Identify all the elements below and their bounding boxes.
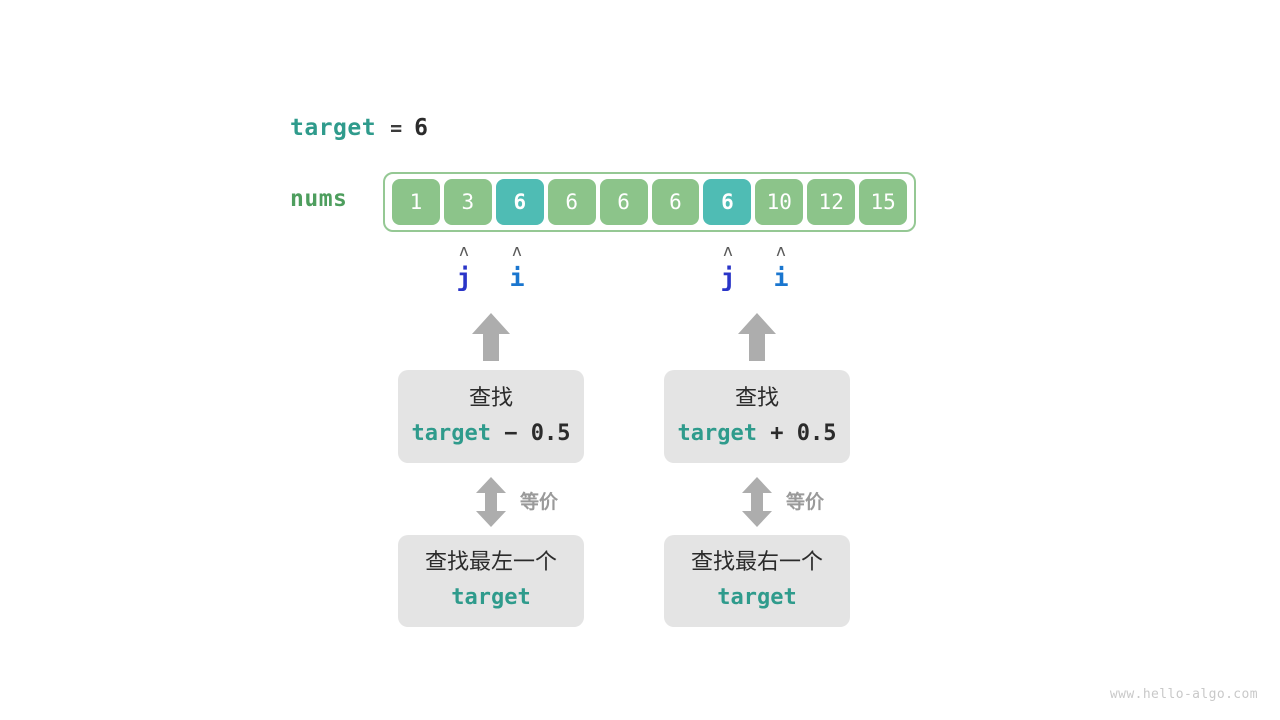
equivalence-label-left: 等价 [520, 491, 559, 513]
caret-icon: ʌ [512, 241, 522, 260]
box-search-rightmost-target: 查找最右一个 target [664, 535, 850, 627]
equivalence-arrow-icon-left [476, 477, 506, 527]
equivalence-label-right: 等价 [786, 491, 825, 513]
pointer-j-right: ʌ j [708, 243, 748, 293]
target-variable-name: target [290, 115, 377, 141]
box-line-1: 查找最左一个 [424, 550, 557, 575]
pointer-j-left: ʌ j [444, 243, 484, 293]
pointer-i-left: ʌ i [497, 243, 537, 293]
box-line-1: 查找 [468, 385, 513, 411]
expr-operand: − 0.5 [491, 420, 571, 446]
target-value: 6 [414, 115, 428, 141]
array-cell-9: 15 [859, 179, 908, 225]
caret-icon: ʌ [723, 241, 733, 260]
array-cell-3: 6 [547, 179, 596, 225]
equals-sign: = [390, 116, 403, 140]
pointer-label: i [509, 263, 525, 292]
box-line-2: target [717, 582, 796, 614]
box-line-2: target − 0.5 [412, 418, 571, 450]
expr-variable: target [677, 420, 757, 446]
array-label: nums [290, 186, 348, 212]
equivalence-arrow-icon-right [742, 477, 772, 527]
array-cell-1: 3 [443, 179, 492, 225]
array-container: 1 3 6 6 6 6 6 10 12 15 [383, 172, 916, 232]
array-cell-0: 1 [392, 179, 440, 225]
expr-variable: target [717, 585, 797, 610]
box-search-target-minus-half: 查找 target − 0.5 [398, 370, 584, 463]
expr-variable: target [451, 585, 531, 610]
array-cell-7: 10 [755, 179, 804, 225]
watermark: www.hello-algo.com [1109, 687, 1258, 702]
array-cell-8: 12 [807, 179, 856, 225]
up-arrow-icon-right [738, 313, 776, 361]
array-cell-6: 6 [703, 179, 752, 225]
expr-operand: + 0.5 [757, 420, 837, 446]
box-line-2: target [451, 582, 530, 614]
target-expression: target = 6 [290, 111, 428, 145]
pointer-label: i [773, 263, 789, 292]
expr-variable: target [411, 420, 491, 446]
pointer-i-right: ʌ i [761, 243, 801, 293]
pointer-label: j [456, 263, 472, 292]
box-line-2: target + 0.5 [678, 418, 837, 450]
caret-icon: ʌ [459, 241, 469, 260]
array-cell-4: 6 [599, 179, 648, 225]
array-cell-2: 6 [495, 179, 544, 225]
pointer-label: j [720, 263, 736, 292]
box-search-target-plus-half: 查找 target + 0.5 [664, 370, 850, 463]
array-cell-5: 6 [651, 179, 700, 225]
box-line-1: 查找最右一个 [690, 550, 823, 575]
box-line-1: 查找 [734, 385, 779, 411]
caret-icon: ʌ [776, 241, 786, 260]
up-arrow-icon-left [472, 313, 510, 361]
box-search-leftmost-target: 查找最左一个 target [398, 535, 584, 627]
